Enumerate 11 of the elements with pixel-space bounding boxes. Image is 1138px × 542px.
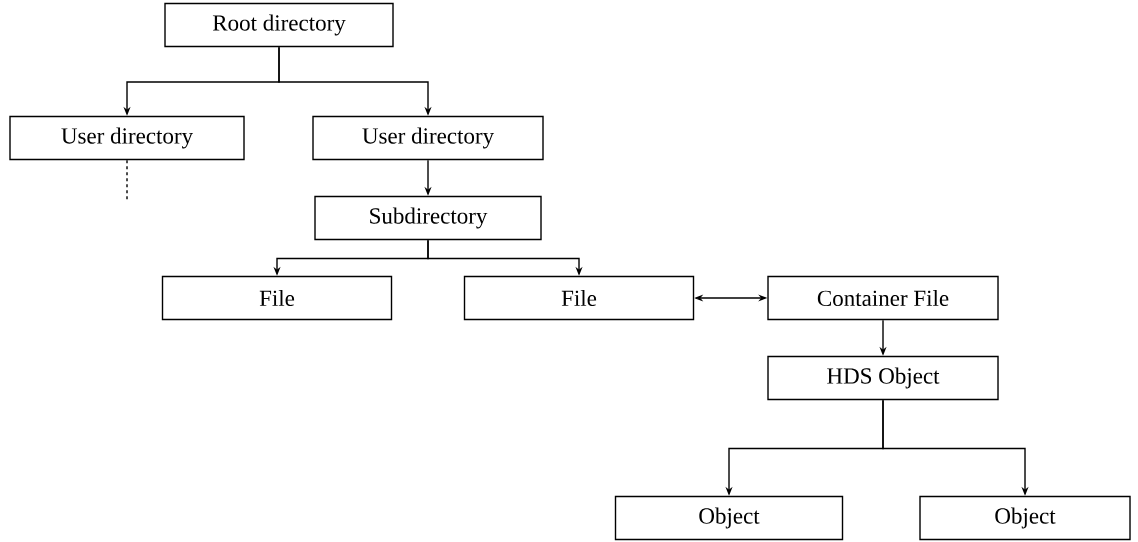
label-box: Container File <box>767 275 999 321</box>
label-box: File <box>161 275 393 321</box>
label-box: User directory <box>312 115 544 161</box>
label-box: Object <box>614 495 844 541</box>
label-box: Subdirectory <box>314 195 542 241</box>
label-box: Root directory <box>164 2 394 48</box>
connector-line <box>126 159 128 201</box>
label-box: File <box>463 275 695 321</box>
label-box: User directory <box>9 115 245 161</box>
label-box: HDS Object <box>767 355 999 401</box>
label-box: Object <box>919 495 1131 541</box>
